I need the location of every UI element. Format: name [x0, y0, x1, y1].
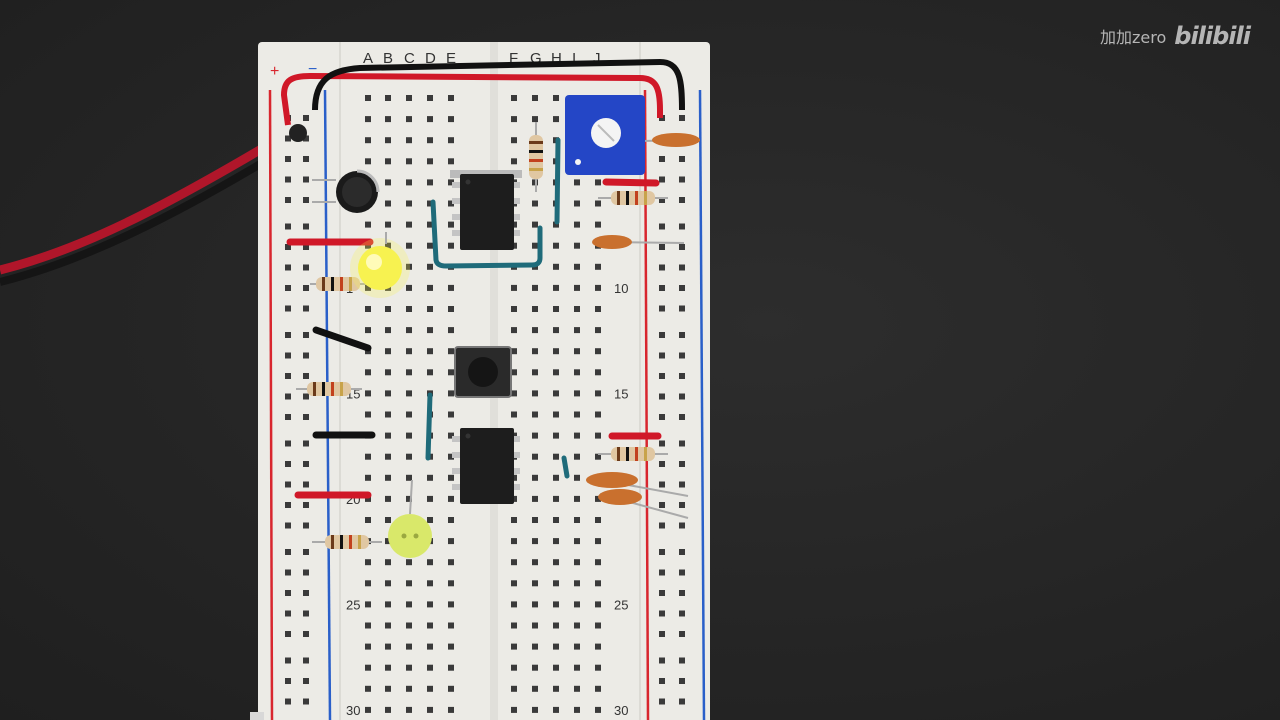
resistor [310, 277, 366, 291]
top-power-wires [280, 58, 685, 142]
teal-jumper-wires [425, 137, 570, 479]
column-letter: J [593, 50, 601, 67]
column-letter: E [446, 50, 456, 67]
twisted-power-cable [0, 128, 303, 286]
breadboard-holes [285, 95, 685, 713]
led-green-yellow [388, 479, 432, 558]
column-letter: A [363, 50, 373, 67]
rail-minus-label: − [308, 61, 317, 78]
column-letter: G [530, 50, 542, 67]
resistor [296, 382, 362, 396]
watermark-text: 加加zero [1100, 28, 1167, 47]
column-letter: I [572, 50, 576, 67]
bilibili-logo: bilibili [1174, 22, 1251, 50]
led-yellow-lit [350, 232, 410, 298]
column-letter: C [404, 50, 415, 67]
resistor [598, 447, 668, 461]
short-jumpers [286, 178, 662, 499]
resistor [598, 191, 668, 205]
row-number-label: 15 [614, 386, 628, 401]
left-rail-blue-line [323, 89, 332, 720]
column-letter: D [425, 50, 436, 67]
column-letter: F [509, 50, 518, 67]
resistor [312, 535, 382, 549]
ic-chip-bottom [452, 428, 520, 504]
ic-chip-top [450, 170, 522, 250]
column-letter: H [551, 50, 562, 67]
push-button [454, 346, 512, 398]
right-rail-blue-line [698, 89, 706, 720]
rail-plus-label: + [270, 63, 279, 80]
electrolytic-capacitor [312, 169, 380, 213]
row-number-label: 10 [614, 281, 628, 296]
left-rail-red-line [268, 89, 274, 720]
resistors [296, 122, 668, 549]
bilibili-watermark: 加加zero bilibili [1100, 22, 1251, 50]
row-number-label: 25 [614, 597, 628, 612]
resistor [529, 122, 543, 192]
row-number-label: 30 [346, 703, 360, 718]
potentiometer [565, 95, 645, 175]
column-letter: B [383, 50, 393, 67]
row-number-label: 25 [346, 597, 360, 612]
ceramic-capacitors [586, 133, 701, 519]
row-number-label: 30 [614, 703, 628, 718]
